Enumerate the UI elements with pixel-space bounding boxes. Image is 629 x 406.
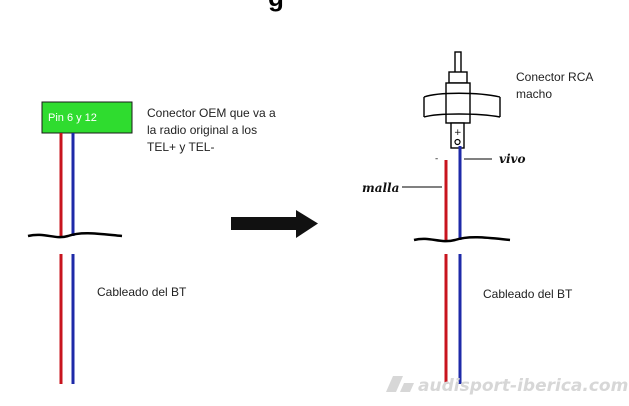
- minus-sign: -: [435, 154, 438, 164]
- oem-connector-line-1: Conector OEM que va a: [147, 106, 276, 120]
- pin-box-label: Pin 6 y 12: [48, 112, 97, 124]
- left-cable-label: Cableado del BT: [97, 285, 187, 299]
- vivo-label: vivo: [499, 152, 526, 166]
- right-cable-label: Cableado del BT: [483, 287, 573, 301]
- malla-label: malla: [362, 181, 399, 195]
- arrow-icon: [231, 210, 318, 238]
- oem-connector-line-2: la radio original a los: [147, 123, 257, 137]
- watermark-text: audisport-iberica.com: [418, 376, 628, 396]
- rca-connector-line-2: macho: [516, 87, 552, 101]
- left-cut-line: [27, 232, 123, 239]
- rca-plug-icon: [423, 51, 501, 149]
- oem-connector-line-3: TEL+ y TEL-: [147, 140, 214, 154]
- rca-connector-line-1: Conector RCA: [516, 70, 593, 84]
- pin-box: [41, 101, 133, 134]
- title-fragment: g: [268, 0, 284, 12]
- plus-sign: +: [454, 128, 462, 138]
- right-cut-line: [413, 236, 511, 243]
- watermark-logo-icon: [386, 376, 414, 392]
